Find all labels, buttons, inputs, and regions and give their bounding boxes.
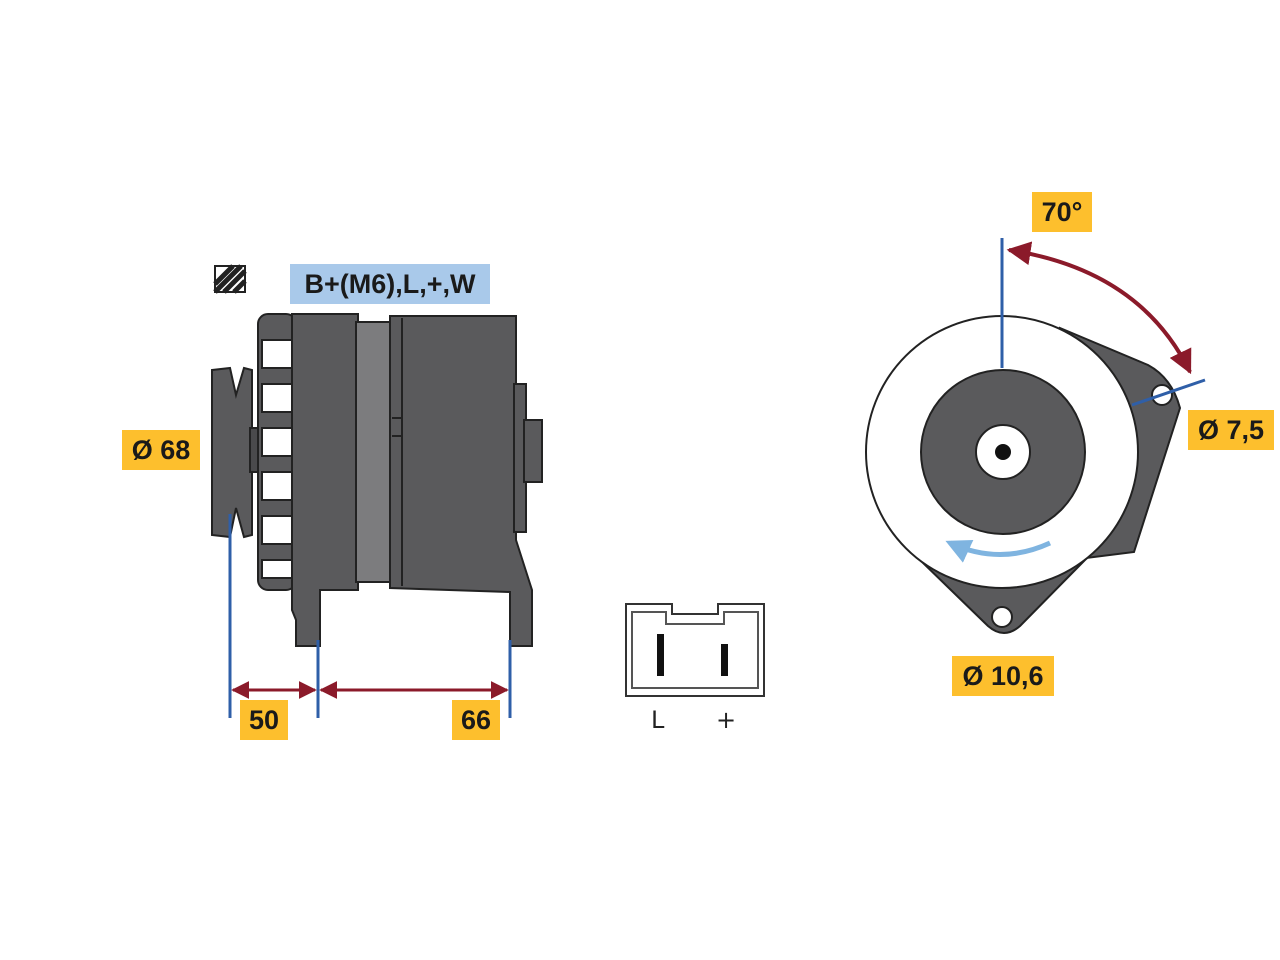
connector-plug xyxy=(625,603,765,697)
mount-hole-upper-label: Ø 7,5 xyxy=(1188,410,1274,450)
mount-hole-lower xyxy=(991,606,1013,628)
reference-line-angled xyxy=(1131,378,1206,407)
connector-pin-l xyxy=(657,634,664,676)
pulley-diameter-label: Ø 68 xyxy=(122,430,200,470)
pulley xyxy=(211,366,253,539)
stator xyxy=(355,321,393,583)
front-housing xyxy=(291,313,359,647)
mount-hole-lower-label: Ø 10,6 xyxy=(952,656,1054,696)
rear-housing xyxy=(389,315,533,647)
angle-label: 70° xyxy=(1032,192,1092,232)
connector-pin-plus-label: + xyxy=(716,706,737,734)
terminal-label: B+(M6),L,+,W xyxy=(290,264,490,304)
rear-terminal-block xyxy=(523,419,543,483)
rotation-arrow-icon xyxy=(945,539,1052,563)
front-cover xyxy=(257,313,297,591)
alternator-side-view xyxy=(211,264,543,718)
hatched-square-icon xyxy=(213,264,247,294)
connector-pin-l-label: L xyxy=(651,706,665,734)
connector-pin-plus xyxy=(721,644,728,676)
length-front-label: 50 xyxy=(240,700,288,740)
angle-arc xyxy=(1006,241,1192,375)
length-rear-label: 66 xyxy=(452,700,500,740)
alternator-front-view xyxy=(865,238,1206,634)
